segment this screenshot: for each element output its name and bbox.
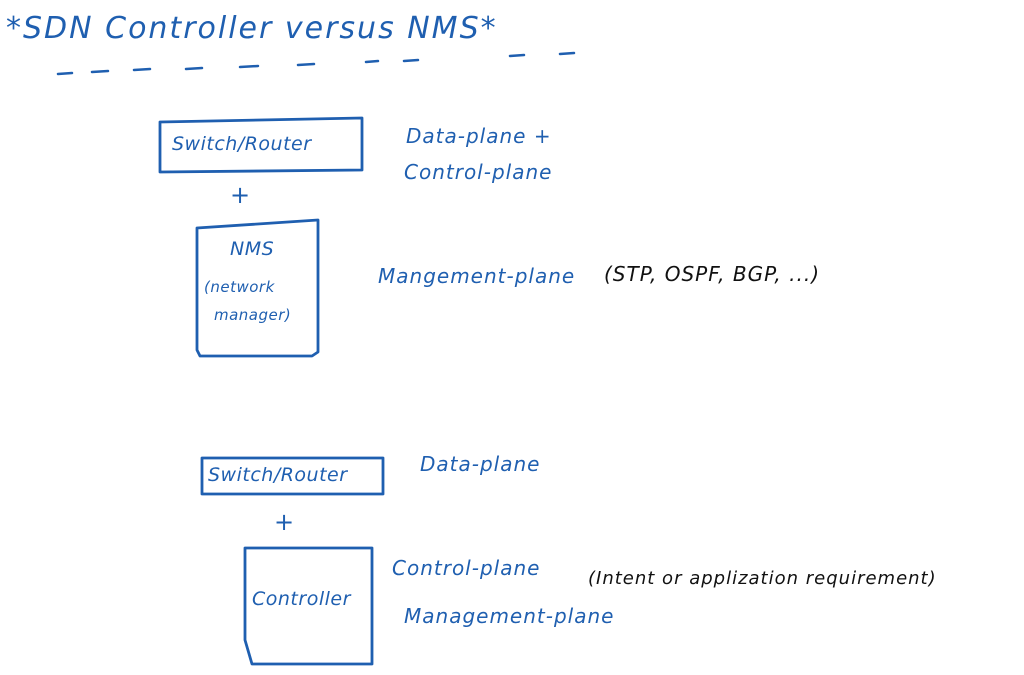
top-data-control-plane-line2: Control-plane — [404, 160, 553, 184]
top-nms-network-label: (network — [204, 278, 275, 296]
top-nms-manager-label: manager) — [214, 306, 292, 324]
bottom-switch-router-box — [200, 456, 385, 496]
top-nms-label: NMS — [230, 238, 275, 260]
top-switch-router-box — [158, 116, 364, 174]
bottom-data-plane-label: Data-plane — [420, 452, 541, 476]
bottom-switch-router-label: Switch/Router — [208, 464, 348, 486]
top-plus-sign: + — [230, 181, 251, 209]
bottom-controller-label: Controller — [252, 588, 351, 610]
bottom-controller-box — [243, 546, 374, 666]
top-data-control-plane-line1: Data-plane + — [406, 124, 552, 148]
top-nms-box — [195, 218, 320, 358]
bottom-intent-note: (Intent or applization requirement) — [588, 568, 937, 589]
title-underline — [56, 51, 576, 76]
bottom-plus-sign: + — [274, 508, 295, 536]
top-protocols-note: (STP, OSPF, BGP, ...) — [604, 262, 820, 286]
page-title: *SDN Controller versus NMS* — [6, 11, 498, 46]
top-management-plane-label: Mangement-plane — [378, 264, 576, 288]
bottom-management-plane-label: Management-plane — [404, 604, 615, 628]
bottom-control-plane-label: Control-plane — [392, 556, 541, 580]
top-switch-router-label: Switch/Router — [172, 133, 312, 155]
